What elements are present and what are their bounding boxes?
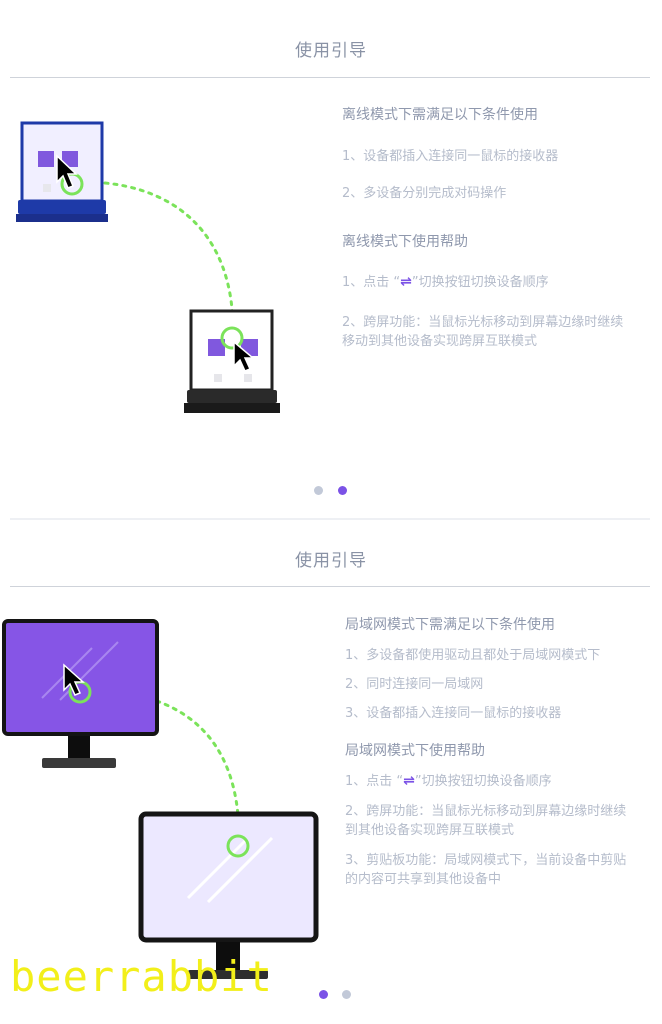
requirements-heading: 局域网模式下需满足以下条件使用: [345, 617, 555, 633]
pager-dot-active[interactable]: [319, 990, 328, 999]
requirement-item: 2、同时连接同一局域网: [345, 677, 484, 692]
page-title: 使用引导: [295, 41, 367, 61]
cursor-arrow-icon: [233, 340, 256, 372]
cursor-path: [84, 688, 241, 842]
requirement-item: 1、多设备都使用驱动且都处于局域网模式下: [345, 648, 601, 663]
help-item-switch: 1、点击 “⇌”切换按钮切换设备顺序: [345, 770, 552, 789]
title-divider: [10, 586, 650, 587]
help-text: ”切换按钮切换设备顺序: [411, 275, 549, 290]
watermark-text: beerrabbit: [10, 952, 273, 1001]
offline-mode-illustration: [16, 121, 280, 413]
title-divider: [10, 77, 650, 78]
help-item-cross-screen-cont: 移动到其他设备实现跨屏互联模式: [342, 334, 538, 349]
pager-dot-active[interactable]: [338, 486, 347, 495]
help-text: 1、点击 “: [342, 275, 401, 290]
cursor-arrow-icon: [56, 154, 78, 189]
monitor-light: [138, 811, 319, 979]
help-item-clipboard: 3、剪贴板功能：局域网模式下，当前设备中剪贴: [345, 853, 627, 868]
help-text: ”切换按钮切换设备顺序: [414, 774, 552, 789]
laptop-dark: [184, 309, 280, 413]
lan-mode-illustration: [2, 619, 319, 979]
requirement-item: 3、设备都插入连接同一鼠标的接收器: [345, 706, 562, 721]
cursor-path: [76, 180, 235, 337]
cursor-arrow-icon: [63, 663, 85, 696]
help-item-switch: 1、点击 “⇌”切换按钮切换设备顺序: [342, 271, 549, 290]
help-heading: 局域网模式下使用帮助: [345, 743, 485, 759]
help-item-cross-screen: 2、跨屏功能：当鼠标光标移动到屏幕边缘时继续: [342, 315, 624, 330]
guide-panel-lan: 使用引导 局域网模式下需满足以下条件使用 1、多设备都使用驱动且都处于局域网模式…: [0, 520, 662, 1024]
requirements-heading: 离线模式下需满足以下条件使用: [342, 107, 538, 123]
help-item-clipboard-cont: 的内容可共享到其他设备中: [345, 872, 502, 887]
help-heading: 离线模式下使用帮助: [342, 234, 468, 250]
pager-dot[interactable]: [342, 990, 351, 999]
panel-separator: [10, 518, 650, 520]
requirement-item: 1、设备都插入连接同一鼠标的接收器: [342, 149, 559, 164]
swap-arrows-icon: ⇌: [403, 773, 415, 789]
requirement-item: 2、多设备分别完成对码操作: [342, 186, 507, 201]
guide-panel-offline: 使用引导 离线模式下需满足以下条件使用: [10, 41, 650, 495]
pager-dot[interactable]: [314, 486, 323, 495]
monitor-purple: [2, 619, 159, 768]
help-item-cross-screen-cont: 到其他设备实现跨屏互联模式: [345, 823, 515, 838]
help-text: 1、点击 “: [345, 774, 404, 789]
swap-arrows-icon: ⇌: [400, 274, 412, 290]
page-title: 使用引导: [295, 551, 367, 571]
help-item-cross-screen: 2、跨屏功能：当鼠标光标移动到屏幕边缘时继续: [345, 804, 627, 819]
